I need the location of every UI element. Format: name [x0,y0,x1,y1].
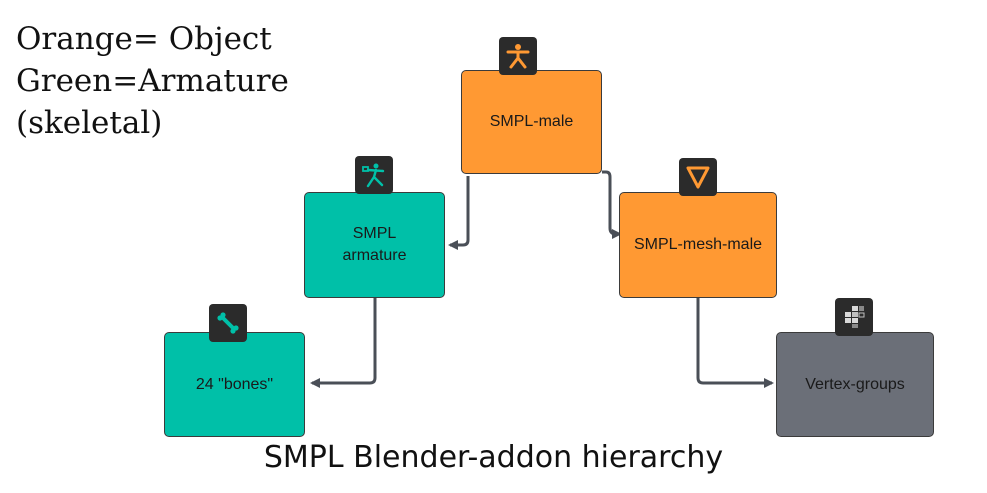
vertex-groups-icon [835,298,873,336]
node-smpl-male[interactable]: SMPL-male [461,70,602,174]
node-smpl-armature[interactable]: SMPL armature [304,192,445,298]
legend-green-armature: Green=Armature [16,63,289,99]
node-smpl-mesh-male-label: SMPL-mesh-male [633,236,763,253]
node-bones-label: 24 "bones" [195,375,274,393]
bone-icon [209,304,247,342]
armature-figure-icon [355,156,393,194]
edge-mesh-to-vertex-groups [696,298,774,388]
node-smpl-male-label: SMPL-male [489,113,574,130]
color-legend: Orange= Object Green=Armature (skeletal) [16,18,289,144]
edge-male-to-armature [448,176,470,250]
legend-skeletal-note: (skeletal) [16,105,163,141]
legend-orange-object: Orange= Object [16,21,272,57]
node-vertex-groups-label: Vertex-groups [805,375,905,393]
diagram-caption: SMPL Blender-addon hierarchy [263,440,724,475]
edge-male-to-mesh [602,170,622,239]
node-vertex-groups[interactable]: Vertex-groups [776,332,934,437]
person-pose-icon [499,37,537,75]
node-bones[interactable]: 24 "bones" [164,332,305,437]
mesh-triangle-icon [679,158,717,196]
node-smpl-armature-label-line1: SMPL [352,225,397,242]
node-smpl-armature-label-line2: armature [342,247,407,264]
node-smpl-mesh-male[interactable]: SMPL-mesh-male [619,192,777,298]
edge-armature-to-bones [310,298,377,388]
